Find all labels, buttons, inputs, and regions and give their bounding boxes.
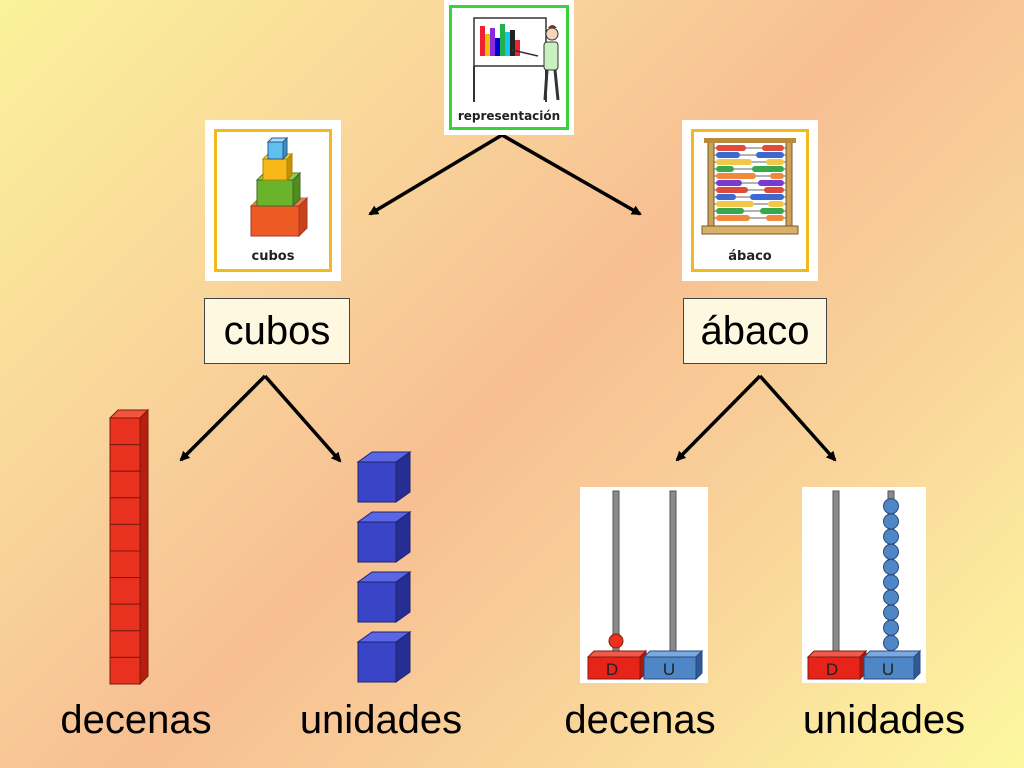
abacus-tens-d-label: D (606, 660, 618, 679)
tens-rod-cube (109, 550, 141, 579)
tens-rod-cube (109, 444, 141, 472)
unit-cube (356, 631, 412, 683)
unit-cube (356, 451, 412, 503)
unidades-cubos-label: unidades (299, 698, 463, 742)
unit-cubes (356, 451, 412, 683)
cubos-card-border: cubos (214, 129, 332, 272)
tens-rod-cube (109, 603, 141, 632)
abaco-card-label: ábaco (728, 249, 772, 264)
unit-bead (883, 574, 899, 591)
cubos-word-box: cubos (204, 298, 350, 364)
unit-bead (883, 589, 899, 606)
tens-rod-cube (109, 630, 141, 658)
unit-cube (356, 571, 412, 623)
tens-rod-cube (109, 523, 141, 552)
arrow-cubos-to-decenas (179, 374, 267, 462)
stacked-cubes-icon (249, 136, 309, 238)
unidades-abaco-label: unidades (802, 698, 966, 742)
tens-rod-cubes (108, 408, 150, 686)
abacus-tens-u-label: U (663, 660, 675, 679)
tens-rod-cube (109, 577, 141, 605)
unit-bead (883, 543, 899, 560)
abacus-units-figure: D U (806, 490, 922, 681)
tens-rod-cube (109, 470, 141, 499)
tens-rod-cube (109, 497, 141, 525)
unit-bead (883, 635, 899, 651)
tens-rod-cube (109, 656, 141, 685)
unit-bead (883, 559, 899, 575)
arrow-to-abaco (501, 133, 642, 216)
teacher-chart-icon (473, 17, 560, 102)
abacus-units-panel: D U (802, 487, 926, 683)
abaco-word-box: ábaco (683, 298, 827, 364)
unit-bead (883, 498, 899, 515)
unit-bead (883, 513, 899, 530)
abacus-units-u-label: U (882, 660, 894, 679)
arrow-abaco-to-unidades (758, 374, 837, 462)
abaco-card-border: ábaco (691, 129, 809, 272)
abacus-tens-panel: D U (580, 487, 708, 683)
tens-rod-cube (109, 417, 141, 446)
abacus-units-d-label: D (826, 660, 838, 679)
decenas-abaco-label: decenas (564, 698, 716, 742)
arrow-abaco-to-decenas (675, 374, 762, 462)
representacion-card: representación (444, 0, 574, 135)
decenas-cubos-label: decenas (60, 698, 212, 742)
cubos-card-label: cubos (251, 249, 295, 264)
unit-cube (356, 511, 412, 563)
arrow-to-cubos (368, 133, 503, 216)
unit-bead (883, 619, 899, 636)
unit-bead (883, 528, 899, 545)
cubos-card: cubos (205, 120, 341, 281)
representacion-card-label: representación (457, 109, 561, 123)
abacus-tens-figure: D U (586, 490, 704, 681)
abaco-card: ábaco (682, 120, 818, 281)
tens-bead (608, 633, 624, 649)
representacion-card-border: representación (449, 5, 569, 130)
abacus-icon (701, 138, 799, 235)
unit-bead (883, 604, 899, 621)
arrow-cubos-to-unidades (263, 374, 342, 463)
